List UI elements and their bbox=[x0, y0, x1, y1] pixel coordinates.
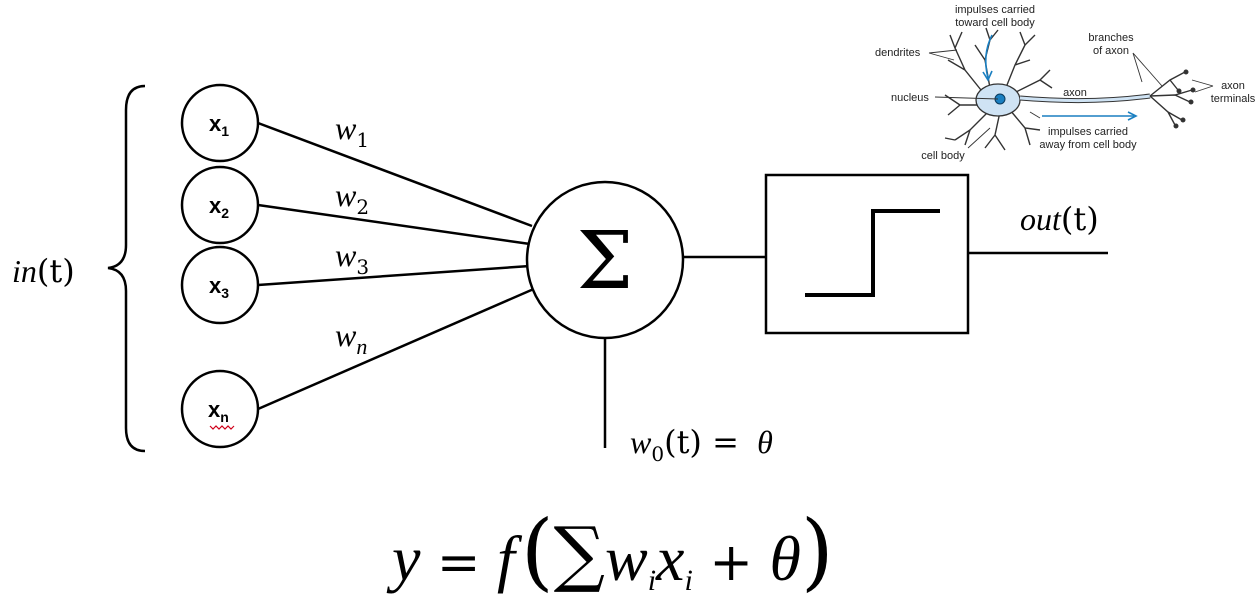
svg-text:x2: x2 bbox=[209, 193, 229, 221]
label-axon: axon bbox=[1063, 87, 1087, 99]
input-node-x2: x2 bbox=[180, 165, 260, 245]
label-nucleus: nucleus bbox=[891, 92, 929, 104]
svg-text:xn: xn bbox=[208, 397, 229, 425]
weight-wn: wn bbox=[335, 317, 367, 359]
input-node-xn: xn bbox=[180, 369, 260, 449]
input-brace bbox=[107, 84, 146, 453]
axon-terminals-drawing bbox=[1149, 69, 1196, 129]
output-label: out(t) bbox=[1020, 200, 1099, 238]
svg-text:y = f(∑wixi + θ): y = f(∑wixi + θ) bbox=[386, 502, 834, 599]
step-function-icon bbox=[805, 209, 940, 297]
dendrites-drawing bbox=[944, 27, 1053, 151]
label-cell-body: cell body bbox=[921, 150, 965, 162]
step-activation-box bbox=[764, 173, 970, 335]
weight-w2: w2 bbox=[335, 177, 369, 219]
summation-node: Σ bbox=[525, 180, 685, 340]
impulse-in-arrow bbox=[984, 34, 993, 79]
svg-text:x3: x3 bbox=[209, 273, 229, 301]
bias-label: w0(t) = θ bbox=[630, 423, 773, 466]
input-node-x1: x1 bbox=[180, 83, 260, 163]
connection-x1 bbox=[257, 121, 533, 228]
connection-xn bbox=[257, 286, 537, 411]
spellcheck-underline bbox=[209, 425, 235, 430]
svg-text:x1: x1 bbox=[209, 111, 229, 139]
weight-w1: w1 bbox=[335, 110, 369, 152]
input-label: in(t) bbox=[12, 252, 75, 290]
label-dendrites: dendrites bbox=[875, 47, 921, 59]
connection-x3 bbox=[257, 264, 531, 287]
perceptron-formula: y = f(∑wixi + θ) bbox=[386, 502, 834, 599]
weight-w3: w3 bbox=[335, 237, 369, 279]
sum-symbol: Σ bbox=[577, 214, 634, 307]
input-node-x3: x3 bbox=[180, 245, 260, 325]
connection-x2 bbox=[257, 203, 531, 246]
